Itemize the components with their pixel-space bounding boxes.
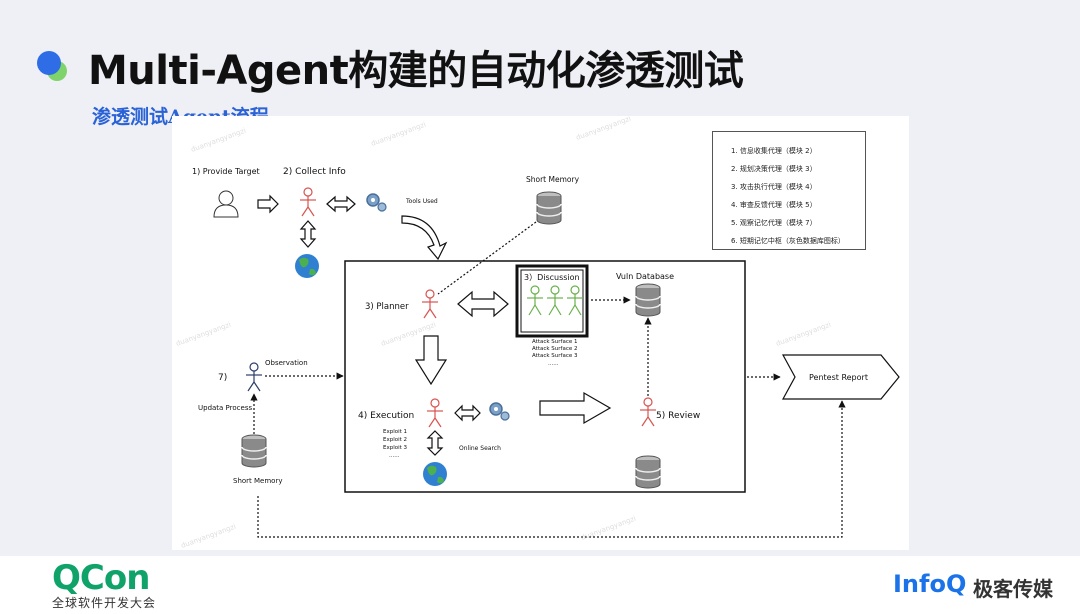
pentest-report-node: [781, 354, 900, 400]
arrow-execution-to-review: [539, 391, 612, 425]
footer: [0, 556, 1080, 614]
user-icon: [213, 190, 239, 218]
exploit-more: ......: [389, 453, 400, 459]
short-memory-top-db-icon: [536, 191, 562, 225]
node-review: 5) Review: [656, 411, 700, 421]
label-tools-used: Tools Used: [405, 198, 438, 205]
review-memory-db-icon: [635, 455, 661, 489]
execution-gear-icon: [489, 402, 510, 421]
qcon-logo: QCon: [52, 558, 150, 598]
exploit-1: Exploit 1: [383, 429, 407, 435]
svg-text:duanyangyangzi: duanyangyangzi: [180, 523, 237, 550]
title-bullet-icon: [37, 51, 67, 81]
label-vuln-database: Vuln Database: [616, 272, 674, 281]
legend-item: 1. 信息收集代理（模块 2）: [731, 147, 817, 155]
arrow-planner-discussion-bidir: [457, 290, 509, 318]
discussion-agents-icon: [527, 285, 583, 316]
planner-agent-icon: [422, 289, 438, 319]
globe-icon-collect: [295, 254, 319, 278]
arrow-tools-to-planner: [401, 215, 448, 261]
attack-surface-more: ......: [548, 361, 559, 367]
arrow-execution-globe-bidir: [426, 430, 444, 456]
svg-text:duanyangyangzi: duanyangyangzi: [575, 116, 632, 142]
page-title: Multi-Agent构建的自动化渗透测试: [88, 48, 744, 94]
vuln-database-db-icon: [635, 283, 661, 317]
globe-icon-execution: [423, 462, 447, 486]
label-short-memory-top: Short Memory: [526, 175, 580, 184]
attack-surface-2: Attack Surface 2: [532, 346, 578, 352]
link-memory-report-loop: [257, 400, 846, 538]
arrow-collect-tools-bidir: [326, 195, 356, 213]
infoq-logo: InfoQ: [893, 570, 967, 598]
agent-legend: 1. 信息收集代理（模块 2） 2. 规划决策代理（模块 3） 3. 攻击执行代…: [712, 131, 866, 250]
exploit-3: Exploit 3: [383, 445, 408, 451]
tools-gear-icon: [366, 193, 387, 212]
node-collect-info: 2) Collect Info: [283, 167, 346, 177]
qcon-tagline: 全球软件开发大会: [52, 596, 157, 610]
infoq-tagline: 极客传媒: [973, 579, 1053, 601]
arrow-planner-to-execution: [414, 335, 448, 386]
attack-surface-3: Attack Surface 3: [532, 353, 578, 359]
legend-item: 3. 攻击执行代理（模块 4）: [731, 183, 817, 191]
review-agent-icon: [640, 397, 656, 427]
label-online-search: Online Search: [459, 445, 501, 452]
observation-agent-icon: [246, 362, 262, 392]
svg-text:duanyangyangzi: duanyangyangzi: [370, 121, 427, 148]
node-planner: 3) Planner: [365, 302, 409, 312]
legend-item: 4. 审查反馈代理（模块 5）: [731, 201, 817, 209]
execution-agent-icon: [427, 398, 443, 428]
exploit-2: Exploit 2: [383, 437, 407, 443]
node-provide-target: 1) Provide Target: [192, 167, 260, 176]
svg-text:duanyangyangzi: duanyangyangzi: [190, 127, 247, 154]
legend-item: 5. 观察记忆代理（模块 7）: [731, 219, 817, 227]
link-memory-planner: [437, 221, 537, 295]
collect-agent-icon: [300, 187, 316, 217]
arrow-execution-tools-bidir: [454, 404, 481, 422]
attack-surface-1: Attack Surface 1: [532, 339, 578, 345]
svg-text:duanyangyangzi: duanyangyangzi: [175, 321, 232, 348]
arrow-collect-globe-bidir: [299, 220, 317, 248]
short-memory-left-db-icon: [241, 434, 267, 468]
node-execution: 4) Execution: [358, 411, 414, 421]
label-updata-process: Updata Process: [198, 404, 252, 412]
flow-diagram: 1) Provide Target 2) Collect Info Tools …: [175, 115, 900, 550]
label-step7: 7): [218, 373, 227, 383]
agent-workflow-box: [344, 260, 746, 493]
svg-text:duanyangyangzi: duanyangyangzi: [775, 321, 832, 348]
svg-text:duanyangyangzi: duanyangyangzi: [580, 515, 637, 542]
arrow-target-to-collect: [257, 194, 279, 214]
legend-item: 2. 规划决策代理（模块 3）: [731, 165, 817, 173]
label-observation: Observation: [265, 359, 308, 367]
label-short-memory-left: Short Memory: [233, 477, 282, 485]
node-discussion: 3）Discussion: [524, 273, 580, 282]
label-pentest-report: Pentest Report: [809, 373, 868, 382]
legend-item: 6. 短期记忆中枢（灰色数据库图标）: [731, 237, 845, 245]
